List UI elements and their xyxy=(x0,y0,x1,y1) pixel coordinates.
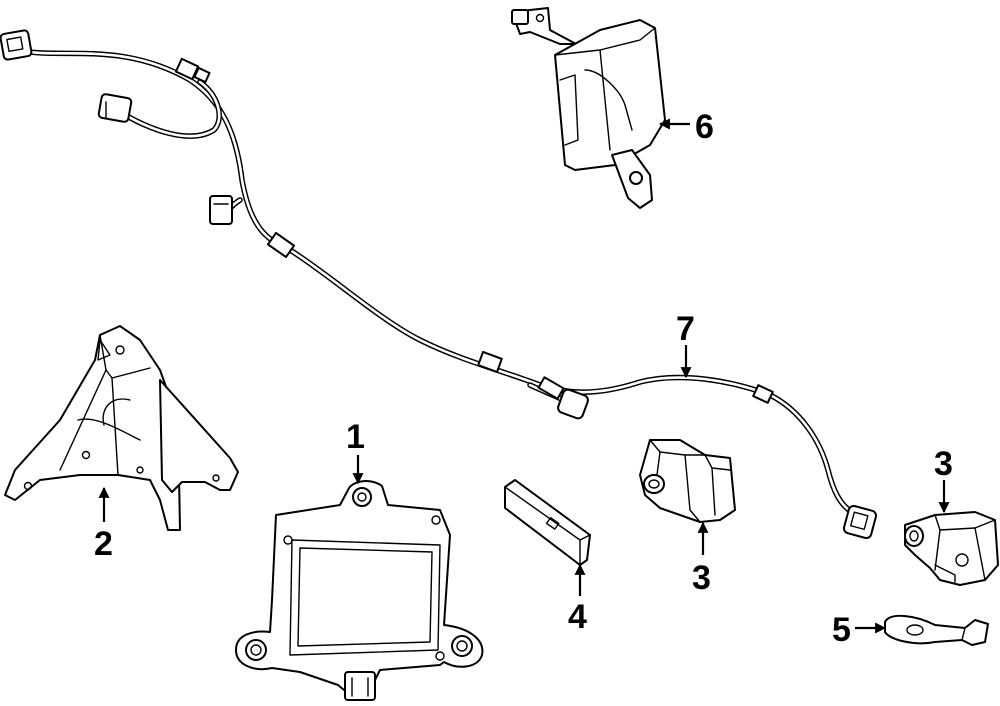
sensor-strip-part-4 xyxy=(504,479,591,566)
callout-2: 2 xyxy=(94,525,113,563)
connector-mid-left xyxy=(209,195,233,225)
radar-sensor-part-1 xyxy=(235,480,484,701)
callout-1: 1 xyxy=(346,418,365,456)
callout-6: 6 xyxy=(695,108,714,146)
retainer-part-5 xyxy=(884,614,989,646)
callout-4: 4 xyxy=(568,598,587,636)
bracket-part-2 xyxy=(4,325,239,531)
wiring-harness-part-7 xyxy=(0,29,878,540)
control-module-part-6 xyxy=(511,7,666,209)
connector-top-left xyxy=(0,29,33,61)
sensor-part-3-center xyxy=(639,439,736,523)
callout-3-right: 3 xyxy=(934,445,953,483)
connector-right-end xyxy=(842,504,878,540)
sensor-part-3-right xyxy=(904,511,999,586)
callout-5: 5 xyxy=(832,611,851,649)
connector-upper-branch xyxy=(97,93,133,123)
connector-center xyxy=(557,388,589,420)
callout-3-center: 3 xyxy=(692,559,711,597)
callout-7: 7 xyxy=(676,310,695,348)
